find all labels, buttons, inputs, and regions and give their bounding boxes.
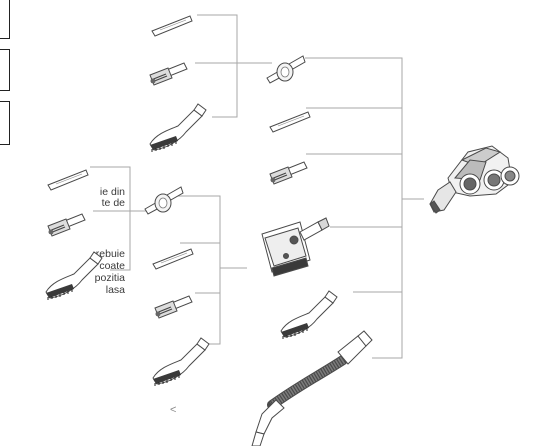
- crevice-nozzle-icon: [270, 112, 310, 132]
- crevice-nozzle-icon: [153, 249, 193, 269]
- angled-brush-nozzle-icon: [46, 252, 102, 300]
- angled-brush-nozzle-icon: [281, 291, 337, 339]
- handheld-vacuum-body-icon: [430, 146, 519, 213]
- crevice-nozzle-icon: [48, 170, 88, 190]
- motorized-floor-brush-icon: [262, 218, 329, 276]
- crevice-nozzle-icon: [152, 16, 192, 36]
- dusting-brush-icon: [270, 162, 307, 184]
- flexible-hose-icon: [252, 331, 372, 446]
- connector-lines: [90, 15, 424, 358]
- dusting-brush-icon: [150, 63, 187, 85]
- adapter-connector-icon: [145, 187, 183, 214]
- angled-brush-nozzle-icon: [153, 338, 209, 386]
- angled-brush-nozzle-icon: [150, 104, 206, 152]
- dusting-brush-icon: [48, 214, 85, 236]
- footer-mark: <: [170, 404, 176, 416]
- dusting-brush-icon: [155, 296, 192, 318]
- adapter-connector-icon: [267, 56, 305, 83]
